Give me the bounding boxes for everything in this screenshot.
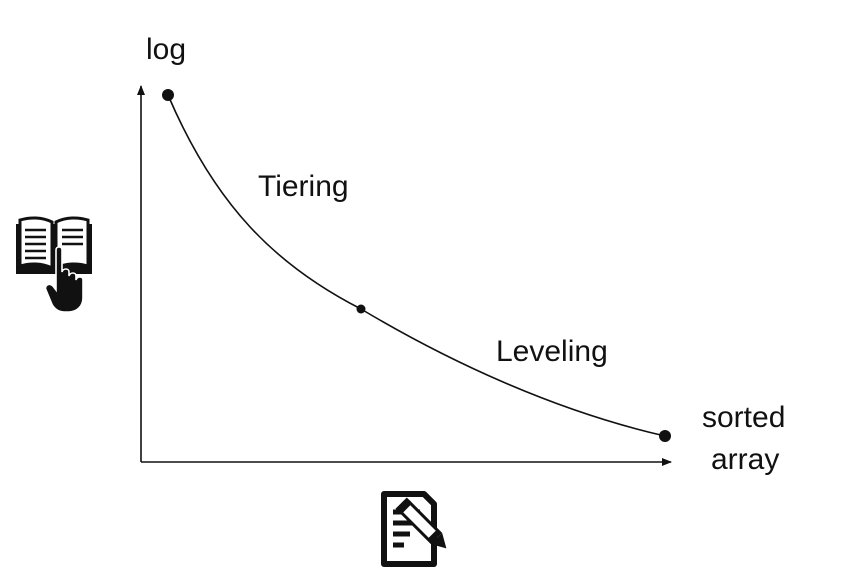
tradeoff-curve (167, 94, 666, 437)
array-label: array (711, 443, 780, 476)
midpoint-dot (356, 304, 366, 314)
log-label: log (146, 33, 187, 66)
log-endpoint-dot (162, 89, 174, 101)
sorted-array-endpoint-dot (659, 430, 671, 442)
sorted-label: sorted (702, 401, 786, 434)
write-document-icon (376, 490, 458, 570)
read-book-icon (14, 216, 94, 316)
leveling-label: Leveling (496, 335, 608, 368)
tiering-label: Tiering (258, 170, 349, 203)
